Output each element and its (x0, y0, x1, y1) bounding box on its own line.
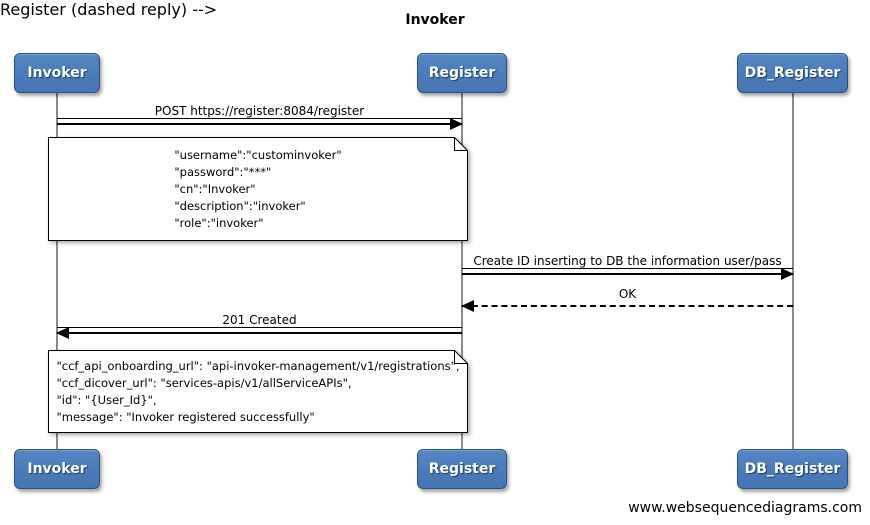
note-register-request-textwrap: "username":"custominvoker" "password":"*… (48, 137, 468, 241)
note-register-request-text: "username":"custominvoker" "password":"*… (174, 147, 342, 230)
watermark: www.websequencediagrams.com (628, 500, 862, 516)
message-post-register: POST https://register:8084/register (57, 104, 463, 130)
note-fold-icon (454, 137, 468, 151)
message-create-id-label: Create ID inserting to DB the informatio… (462, 254, 793, 269)
note-register-request: "username":"custominvoker" "password":"*… (48, 137, 468, 241)
actor-register-label: Register (428, 65, 496, 81)
message-ok-reply-line (461, 300, 793, 312)
actor-db-register-top: DB_Register (737, 53, 848, 93)
message-ok-reply: OK (461, 287, 793, 312)
actor-invoker-top: Invoker (14, 53, 100, 93)
arrowhead-left-icon (461, 300, 474, 312)
message-201-created: 201 Created (56, 313, 462, 339)
message-create-id: Create ID inserting to DB the informatio… (462, 254, 794, 280)
note-fold-icon (454, 350, 468, 364)
message-201-created-label: 201 Created (57, 313, 462, 328)
lifeline-register (461, 93, 463, 449)
note-body-shape (48, 350, 468, 433)
lifeline-invoker (56, 93, 58, 449)
actor-register-label: Register (428, 461, 496, 477)
actor-register-bottom: Register (417, 449, 507, 489)
message-201-created-line (56, 327, 462, 339)
message-ok-reply-label: OK (618, 287, 637, 301)
note-body-shape (48, 137, 468, 241)
note-outline-icon (48, 350, 468, 433)
diagram-title: Invoker (405, 12, 465, 28)
note-register-response-text: "ccf_api_onboarding_url": "api-invoker-m… (56, 358, 460, 424)
actor-invoker-label: Invoker (27, 65, 87, 81)
arrowhead-left-icon (56, 327, 69, 339)
actor-db-register-bottom: DB_Register (737, 449, 848, 489)
message-post-register-label: POST https://register:8084/register (57, 104, 462, 119)
actor-db-register-label: DB_Register (744, 65, 841, 81)
note-register-response-textwrap: "ccf_api_onboarding_url": "api-invoker-m… (48, 350, 468, 433)
arrowhead-right-icon (781, 268, 794, 280)
note-register-response: "ccf_api_onboarding_url": "api-invoker-m… (48, 350, 468, 433)
arrowhead-right-icon (450, 118, 463, 130)
note-outline-icon (48, 137, 468, 241)
message-create-id-line (462, 268, 794, 280)
actor-db-register-label: DB_Register (744, 461, 841, 477)
actor-register-top: Register (417, 53, 507, 93)
actor-invoker-bottom: Invoker (14, 449, 100, 489)
actor-invoker-label: Invoker (27, 461, 87, 477)
message-post-register-line (57, 118, 463, 130)
